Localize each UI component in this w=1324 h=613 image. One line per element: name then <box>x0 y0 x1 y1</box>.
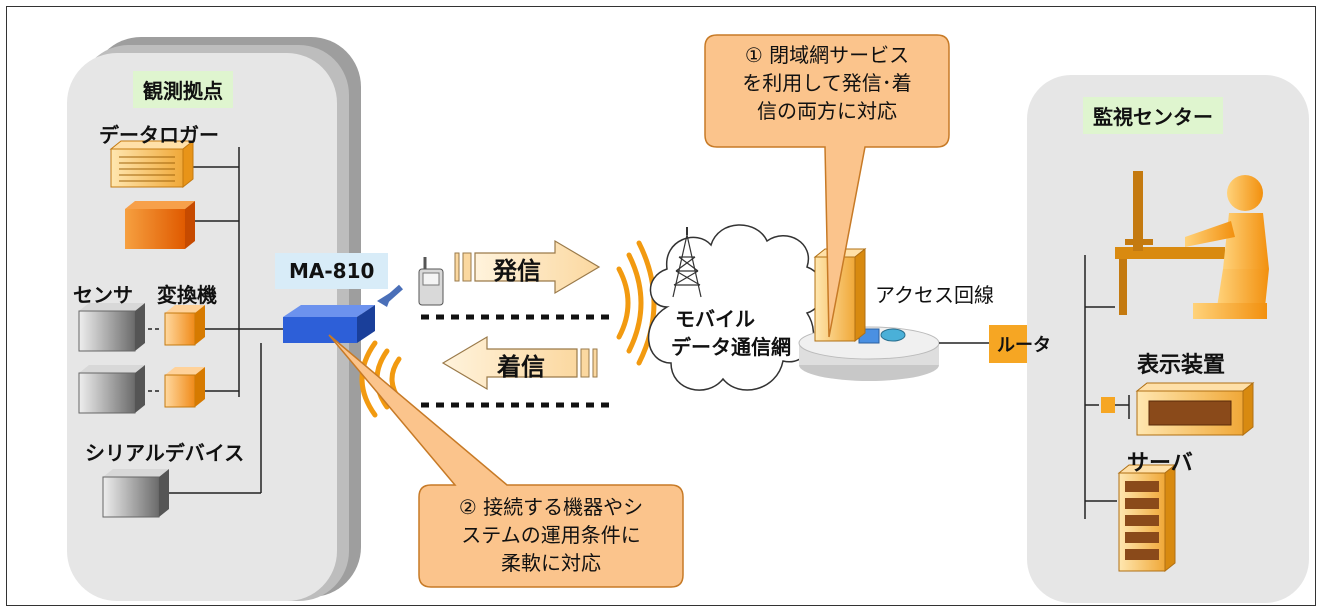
access-line-label: アクセス回線 <box>875 283 994 307</box>
display-device-label: 表示装置 <box>1137 353 1226 378</box>
mobile-terminal-icon <box>418 257 444 306</box>
monitoring-center-title: 監視センター <box>1083 97 1223 134</box>
network-label-line2: データ通信網 <box>671 335 791 359</box>
wireless-link-dotted <box>421 314 611 408</box>
callout-closed-network-text: ① 閉域網サービス を利用して発信･着 信の両方に対応 <box>705 41 949 125</box>
send-arrow <box>454 239 601 295</box>
server-device <box>1117 463 1177 573</box>
serial-device-label: シリアルデバイス <box>85 441 245 465</box>
display-device <box>1101 381 1255 437</box>
receive-arrow <box>441 335 598 391</box>
callout-flexible-line: ② 接続する機器やシ <box>458 495 644 519</box>
observation-site-title: 観測拠点 <box>133 71 233 108</box>
server-label: サーバ <box>1127 451 1193 476</box>
converter-device-1 <box>164 305 205 346</box>
network-diagram <box>67 34 1309 603</box>
send-label: 発信 <box>493 257 541 285</box>
sensor-device-2 <box>78 365 145 414</box>
datalogger-device <box>109 139 195 189</box>
ma810-label: MA-810 <box>275 253 389 289</box>
router-label: ルータ <box>997 335 1051 356</box>
center-wiring <box>1084 255 1130 519</box>
datalogger-label: データロガー <box>99 123 219 147</box>
converter-device-2 <box>164 367 205 408</box>
generic-device <box>125 201 195 249</box>
network-signal-icon <box>616 240 657 366</box>
receive-label: 着信 <box>497 353 545 381</box>
converter-label: 変換機 <box>157 283 217 307</box>
serial-device <box>102 469 169 518</box>
diagram-frame: 観測拠点 データロガー センサ 変換機 シリアルデバイス MA-810 発信 着… <box>6 6 1316 606</box>
sensor-device-1 <box>78 303 145 352</box>
callout-flexible-bubble <box>328 334 684 588</box>
ma810-router <box>283 284 403 343</box>
callout-closed-network-line: 信の両方に対応 <box>757 99 897 123</box>
callout-flexible-line: 柔軟に対応 <box>501 551 601 575</box>
callout-flexible-text: ② 接続する機器やシ ステムの運用条件に 柔軟に対応 <box>419 493 683 577</box>
network-label-line1: モバイル <box>675 307 755 331</box>
carrier-gateway <box>798 247 940 381</box>
sensor-label: センサ <box>73 283 133 307</box>
callout-flexible-line: ステムの運用条件に <box>461 523 641 547</box>
operator-workstation-icon <box>1115 171 1269 319</box>
callout-closed-network-bubble <box>704 34 950 338</box>
antenna-tower-icon <box>672 227 702 298</box>
callout-closed-network-line: ① 閉域網サービス <box>744 43 910 67</box>
callout-closed-network-line: を利用して発信･着 <box>742 71 912 95</box>
